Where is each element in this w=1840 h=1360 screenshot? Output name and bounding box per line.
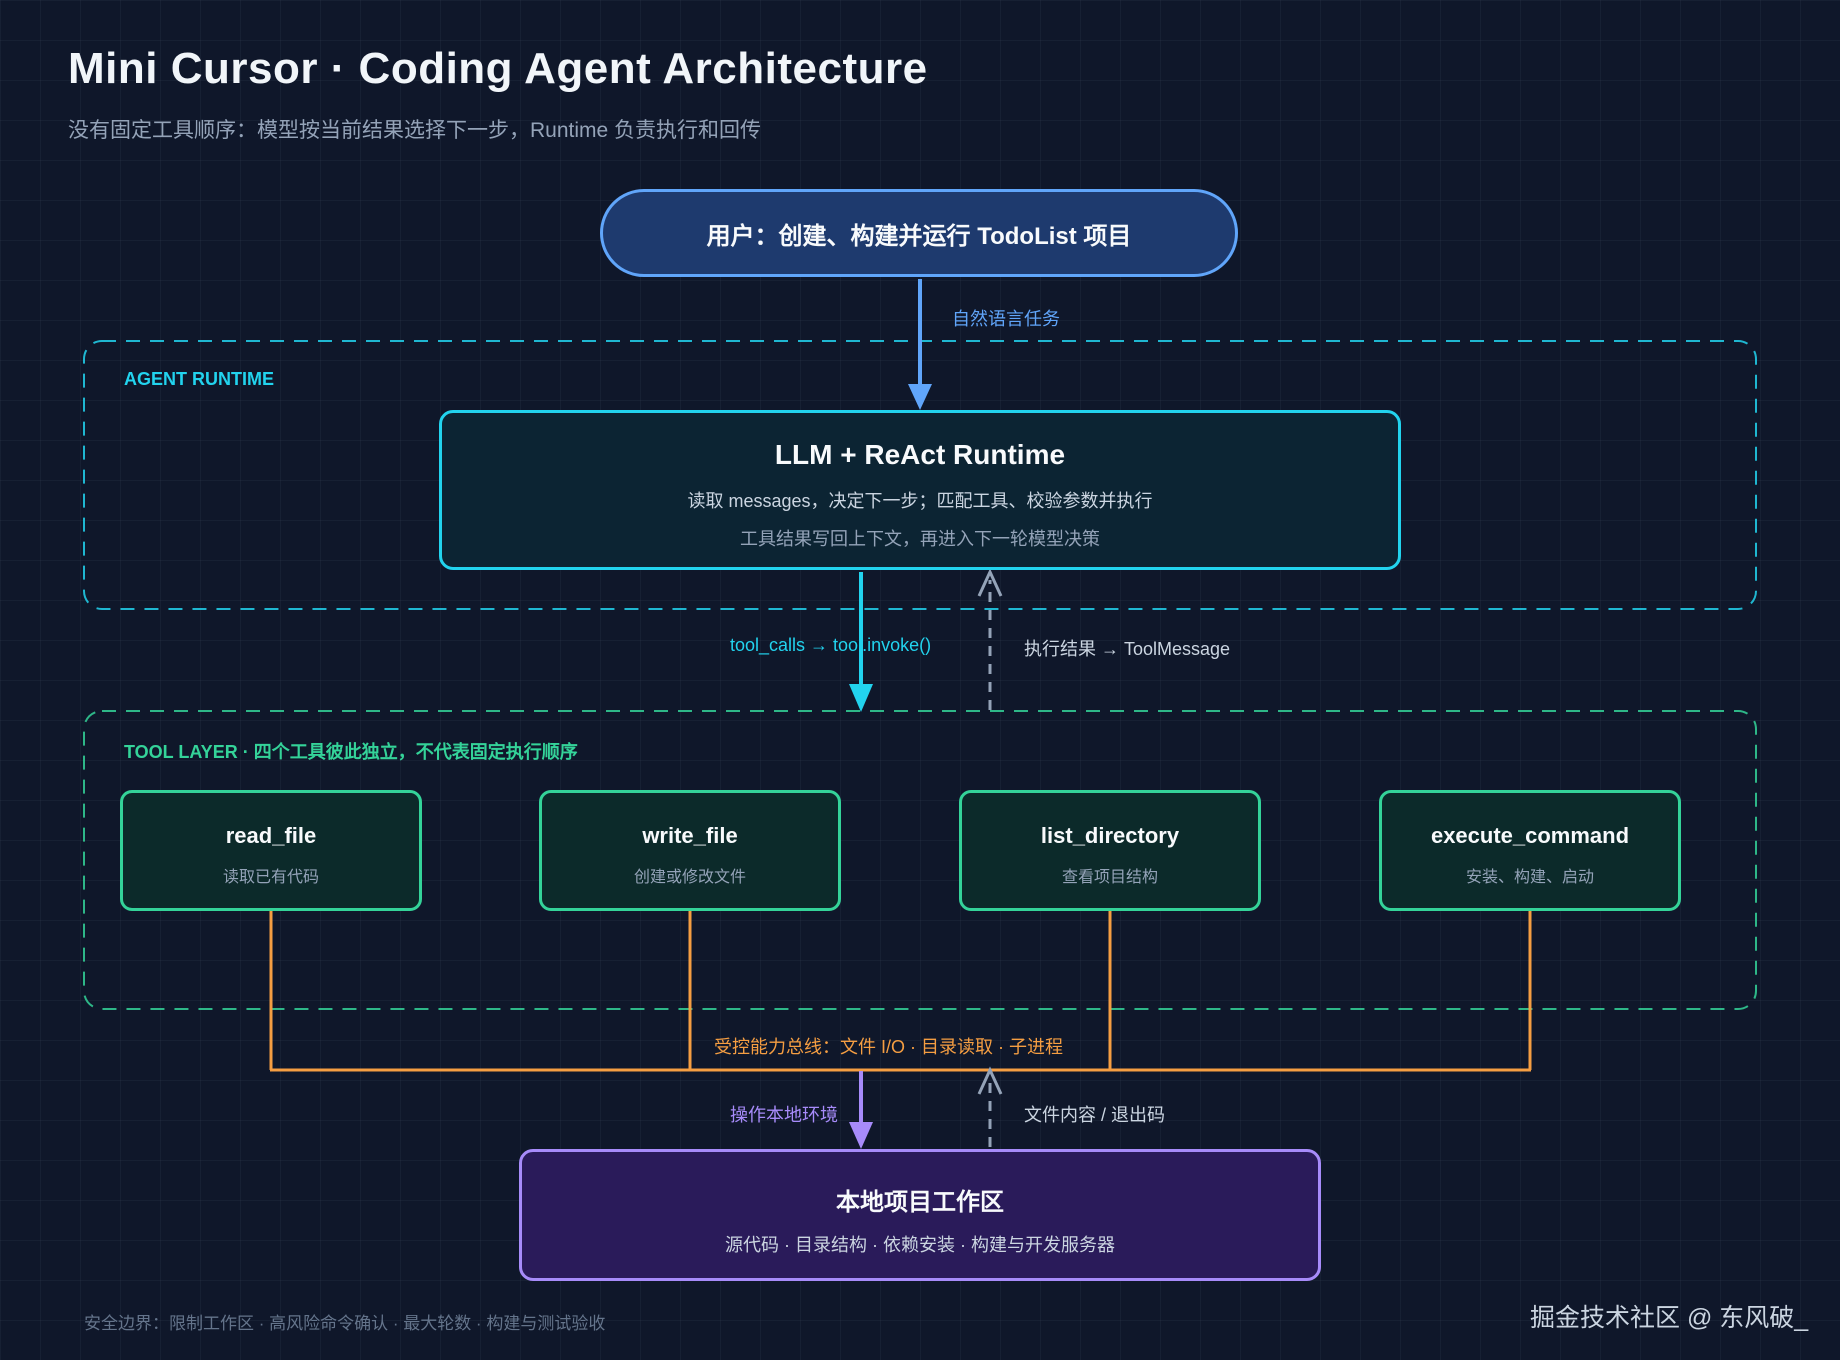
tool-card-write-file: write_file 创建或修改文件 bbox=[539, 790, 841, 911]
tool-layer-zone bbox=[83, 710, 1757, 1010]
tool-result-label: 执行结果 → ToolMessage bbox=[1024, 639, 1231, 659]
page-subtitle: 没有固定工具顺序：模型按当前结果选择下一步，Runtime 负责执行和回传 bbox=[68, 119, 762, 142]
tool-description: 创建或修改文件 bbox=[633, 869, 746, 886]
workspace-description: 源代码 · 目录结构 · 依赖安装 · 构建与开发服务器 bbox=[725, 1235, 1115, 1255]
workspace-title: 本地项目工作区 bbox=[836, 1189, 1004, 1216]
local-workspace-node: 本地项目工作区 源代码 · 目录结构 · 依赖安装 · 构建与开发服务器 bbox=[519, 1149, 1321, 1281]
capability-bus-label: 受控能力总线：文件 I/O · 目录读取 · 子进程 bbox=[714, 1037, 1063, 1057]
tool-layer-zone-label: TOOL LAYER · 四个工具彼此独立，不代表固定执行顺序 bbox=[124, 742, 578, 762]
user-request-node: 用户：创建、构建并运行 TodoList 项目 bbox=[600, 189, 1238, 277]
security-boundary-note: 安全边界：限制工作区 · 高风险命令确认 · 最大轮数 · 构建与测试验收 bbox=[84, 1314, 606, 1333]
tool-card-read-file: read_file 读取已有代码 bbox=[120, 790, 422, 911]
tool-description: 安装、构建、启动 bbox=[1465, 869, 1594, 886]
tool-card-list-directory: list_directory 查看项目结构 bbox=[959, 790, 1261, 911]
file-content-arrowhead bbox=[977, 1066, 1003, 1095]
llm-react-runtime-node: LLM + ReAct Runtime 读取 messages，决定下一步；匹配… bbox=[439, 410, 1401, 570]
natural-language-task-label: 自然语言任务 bbox=[952, 309, 1060, 329]
tool-name: write_file bbox=[642, 823, 738, 848]
tool-name: read_file bbox=[225, 823, 317, 848]
tool-name: execute_command bbox=[1430, 823, 1630, 848]
operate-local-label: 操作本地环境 bbox=[730, 1105, 838, 1125]
user-to-runtime-arrowhead bbox=[908, 384, 932, 410]
runtime-description-line1: 读取 messages，决定下一步；匹配工具、校验参数并执行 bbox=[687, 491, 1153, 511]
tool-result-arrowhead bbox=[977, 568, 1003, 597]
page-title: Mini Cursor · Coding Agent Architecture bbox=[68, 44, 928, 93]
tool-calls-label: tool_calls → tool.invoke() bbox=[730, 635, 932, 655]
tool-description: 读取已有代码 bbox=[222, 869, 319, 886]
tool-name: list_directory bbox=[1040, 823, 1180, 848]
user-request-label: 用户：创建、构建并运行 TodoList 项目 bbox=[706, 222, 1132, 250]
watermark: 掘金技术社区 @ 东风破_ bbox=[1530, 1304, 1809, 1332]
operate-local-arrowhead bbox=[849, 1122, 873, 1149]
tool-calls-arrowhead bbox=[849, 684, 873, 712]
tool-description: 查看项目结构 bbox=[1061, 869, 1158, 886]
agent-runtime-zone-label: AGENT RUNTIME bbox=[124, 369, 274, 389]
file-content-label: 文件内容 / 退出码 bbox=[1024, 1105, 1166, 1125]
runtime-description-line2: 工具结果写回上下文，再进入下一轮模型决策 bbox=[740, 529, 1100, 549]
tool-card-execute-command: execute_command 安装、构建、启动 bbox=[1379, 790, 1681, 911]
runtime-title: LLM + ReAct Runtime bbox=[774, 439, 1066, 470]
